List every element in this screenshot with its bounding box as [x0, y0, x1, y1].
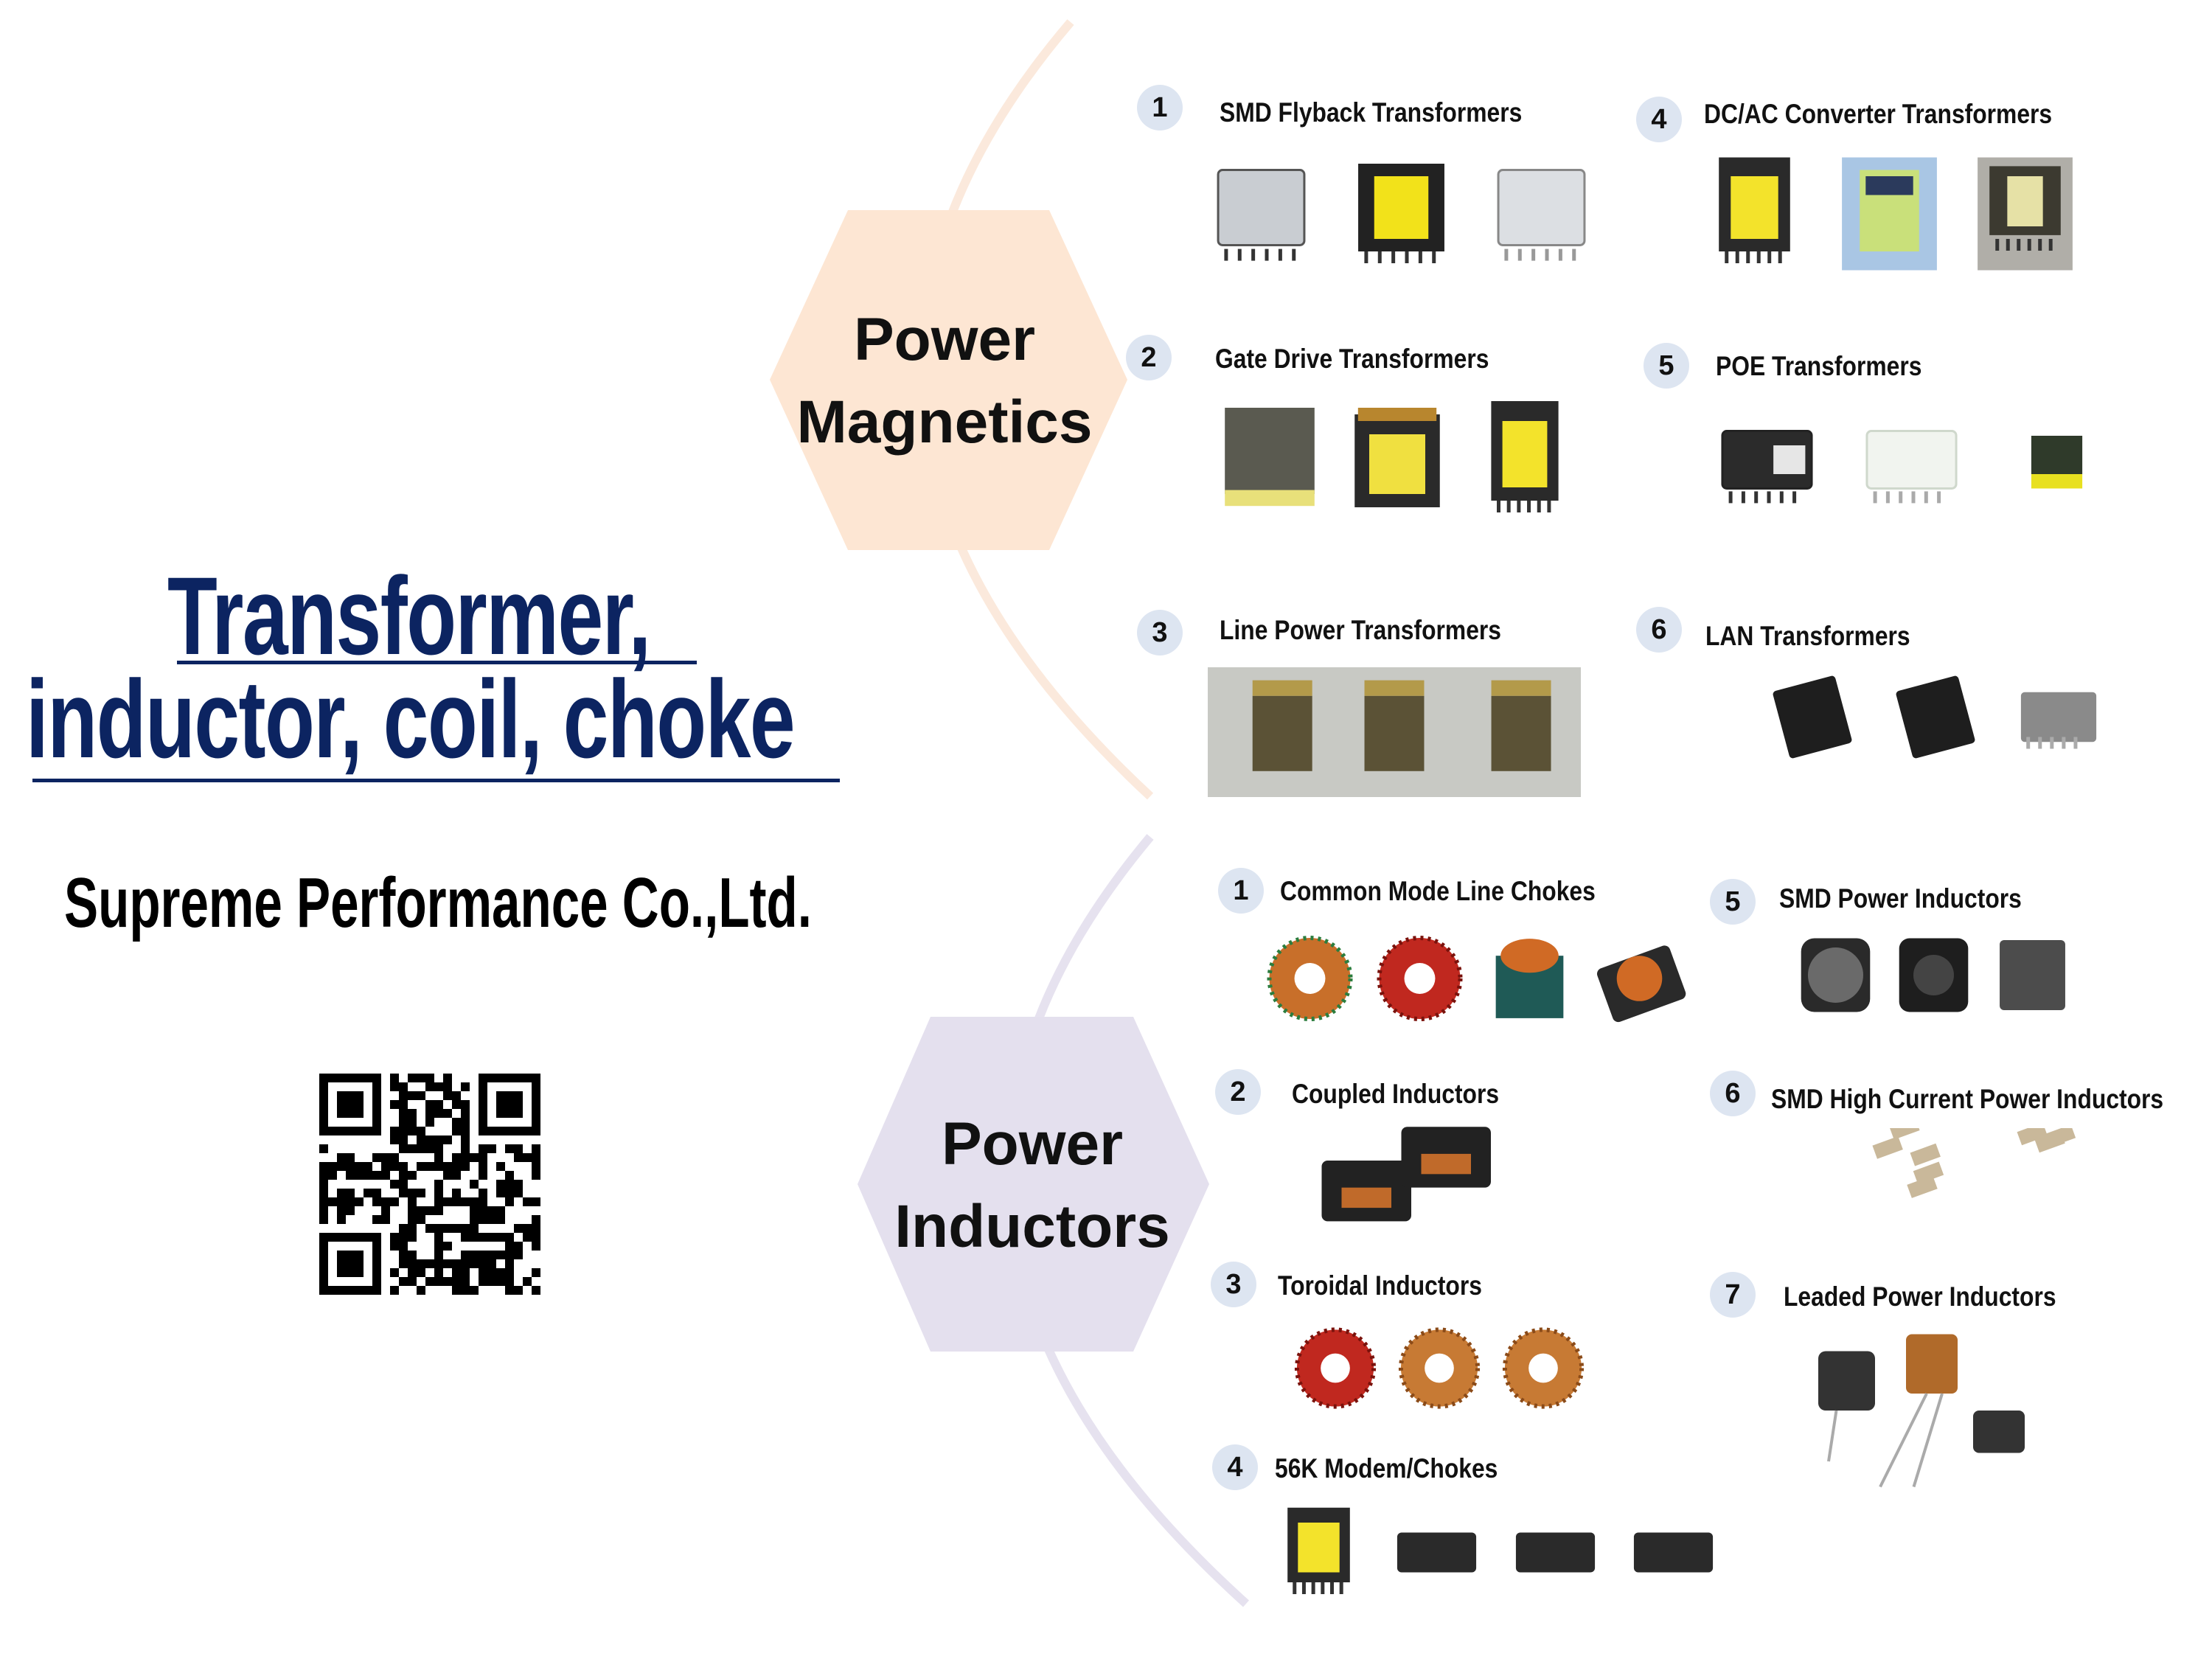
number-badge: 1: [1137, 85, 1183, 131]
chip-cluster-icon: [1872, 1128, 2076, 1198]
headline-underline: [177, 661, 697, 664]
category-label: Line Power Transformers: [1220, 615, 1501, 645]
headline-line1: Transformer,: [167, 554, 651, 678]
number-badge: 6: [1710, 1071, 1756, 1116]
gray-chip-icon: [2020, 692, 2096, 749]
yellow-bobbin-vertical-icon: [1491, 401, 1559, 512]
headline-line2: inductor, coil, choke: [26, 657, 796, 781]
black-chip-icon: [1896, 675, 1975, 759]
white-smd-icon: [1865, 430, 1958, 504]
category-label: DC/AC Converter Transformers: [1704, 99, 2053, 129]
number-badge: 3: [1137, 610, 1183, 655]
category-label: SMD High Current Power Inductors: [1771, 1084, 2164, 1114]
product-images: [1694, 417, 2129, 512]
number-badge: 2: [1126, 335, 1172, 380]
magnetics-hexagon: [770, 210, 1127, 550]
power-magnetics-line1: Power: [853, 306, 1036, 373]
black-choke-icon: [1596, 945, 1686, 1023]
black-chip-flat-icon: [1634, 1532, 1714, 1573]
product-images: [1255, 922, 1694, 1035]
toroid-copper-icon: [1502, 1327, 1584, 1409]
category-label: SMD Flyback Transformers: [1220, 97, 1523, 128]
power-magnetics-line2: Magnetics: [796, 389, 1093, 456]
number-badge: 3: [1211, 1262, 1256, 1307]
toroid-copper-icon: [1398, 1327, 1480, 1409]
number-badge: 6: [1636, 607, 1682, 653]
number-badge: 1: [1218, 868, 1264, 914]
number-badge: 4: [1212, 1444, 1258, 1490]
category-label: Toroidal Inductors: [1278, 1270, 1482, 1301]
yellow-bobbin-vertical-icon: [1287, 1507, 1350, 1594]
power-inductors-line1: Power: [941, 1110, 1124, 1178]
category-label: Gate Drive Transformers: [1215, 344, 1489, 374]
headline-underline: [32, 779, 840, 782]
yellow-bobbin-vertical-icon: [1719, 157, 1790, 263]
company-name: Supreme Performance Co.,Ltd.: [64, 863, 812, 942]
power-inductors-heading: Power Inductors: [811, 1103, 1253, 1268]
inductors-hexagon: [858, 1017, 1209, 1352]
green-bobbin-icon: [1842, 157, 1938, 271]
power-inductors-line2: Inductors: [894, 1193, 1170, 1260]
category-label: Coupled Inductors: [1292, 1079, 1500, 1109]
product-images: [1687, 151, 2093, 276]
yellow-bobbin-smd-icon: [1357, 164, 1444, 263]
category-label: SMD Power Inductors: [1779, 883, 2022, 914]
number-badge: 2: [1215, 1069, 1261, 1115]
product-images: [1751, 667, 2120, 767]
black-chip-flat-icon: [1515, 1532, 1595, 1573]
product-images: [1283, 1318, 1595, 1418]
number-badge: 7: [1710, 1272, 1756, 1318]
power-magnetics-heading: Power Magnetics: [723, 299, 1166, 464]
photo-line-power-icon: [1208, 667, 1581, 797]
smd-power-dark-icon: [1899, 938, 1969, 1012]
qr-code-icon[interactable]: [319, 1074, 540, 1295]
product-images: [1808, 1128, 2081, 1270]
silver-smd-icon: [1497, 169, 1585, 261]
smd-power-100-icon: [1801, 938, 1871, 1012]
toroid-red-icon: [1294, 1327, 1376, 1409]
black-chip-flat-icon: [1397, 1532, 1477, 1573]
product-images: [1787, 929, 2081, 1021]
wound-bobbin-icon: [1354, 408, 1440, 507]
smd-power-gray-icon: [1999, 940, 2065, 1010]
product-images: [1312, 1113, 1511, 1248]
black-smd-icon: [1721, 430, 1813, 504]
shielded-smd-icon: [1217, 169, 1305, 261]
category-label: Common Mode Line Chokes: [1280, 876, 1596, 906]
ferrite-box-icon: [1224, 408, 1315, 507]
category-label: POE Transformers: [1716, 351, 1922, 381]
product-images: [1798, 1326, 2056, 1495]
category-label: LAN Transformers: [1705, 621, 1910, 651]
small-yellow-smd-icon: [2031, 436, 2083, 489]
ferrite-vertical-icon: [1977, 157, 2073, 271]
leaded-inductor-icon: [1818, 1334, 2025, 1488]
category-label: Leaded Power Inductors: [1784, 1281, 2056, 1312]
number-badge: 5: [1644, 343, 1689, 389]
toroid-choke-icon: [1267, 935, 1353, 1022]
green-choke-icon: [1495, 939, 1564, 1018]
black-chip-icon: [1773, 675, 1852, 759]
product-images: [1259, 1503, 1733, 1602]
number-badge: 4: [1636, 97, 1682, 142]
coupled-inductor-icon: [1321, 1127, 1491, 1222]
number-badge: 5: [1710, 879, 1756, 925]
product-images: [1208, 667, 1581, 797]
category-label: 56K Modem/Chokes: [1275, 1453, 1498, 1484]
toroid-red-icon: [1377, 935, 1463, 1022]
product-images: [1206, 394, 1589, 527]
product-images: [1191, 151, 1611, 276]
